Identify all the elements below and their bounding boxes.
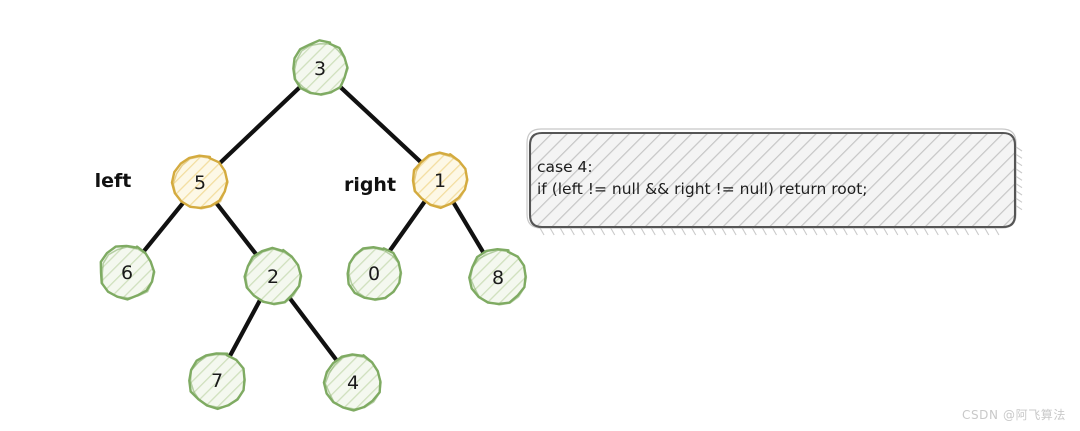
- tree-edge: [213, 199, 260, 258]
- tree-edge: [216, 83, 304, 167]
- tree-edge: [336, 82, 424, 166]
- code-box: case 4: if (left != null && right != nul…: [526, 128, 1023, 236]
- node-label: 0: [368, 263, 380, 285]
- tree-node-2[interactable]: 2: [243, 246, 303, 306]
- node-label: 1: [434, 170, 446, 192]
- tree-edge: [140, 199, 187, 255]
- edges-layer: [140, 82, 487, 364]
- tree-edge: [227, 296, 263, 360]
- tree-edge: [286, 294, 340, 364]
- code-line-2: if (left != null && right != null) retur…: [537, 180, 868, 198]
- tree-edge: [450, 199, 487, 257]
- node-label: 7: [211, 370, 223, 392]
- left-label: left: [95, 170, 132, 192]
- code-line-1: case 4:: [537, 158, 593, 176]
- node-label: 8: [492, 267, 504, 289]
- tree-node-1[interactable]: 1: [411, 151, 469, 210]
- tree-node-7[interactable]: 7: [188, 352, 247, 411]
- tree-node-3[interactable]: 3: [292, 39, 349, 97]
- nodes-layer: 3 5 1 6 2 0 8 7 4: [99, 39, 528, 412]
- watermark: CSDN @阿飞算法: [961, 408, 1066, 422]
- right-label: right: [344, 174, 396, 196]
- node-label: 3: [314, 58, 326, 80]
- node-label: 2: [267, 266, 279, 288]
- tree-node-6[interactable]: 6: [99, 244, 156, 301]
- tree-node-8[interactable]: 8: [468, 247, 528, 306]
- tree-node-4[interactable]: 4: [322, 353, 382, 412]
- annotations-layer: left right: [95, 170, 396, 196]
- node-label: 6: [121, 262, 133, 284]
- tree-node-5[interactable]: 5: [170, 154, 229, 210]
- tree-edge: [386, 198, 428, 255]
- tree-node-0[interactable]: 0: [346, 245, 403, 302]
- node-label: 5: [194, 172, 206, 194]
- node-label: 4: [347, 372, 359, 394]
